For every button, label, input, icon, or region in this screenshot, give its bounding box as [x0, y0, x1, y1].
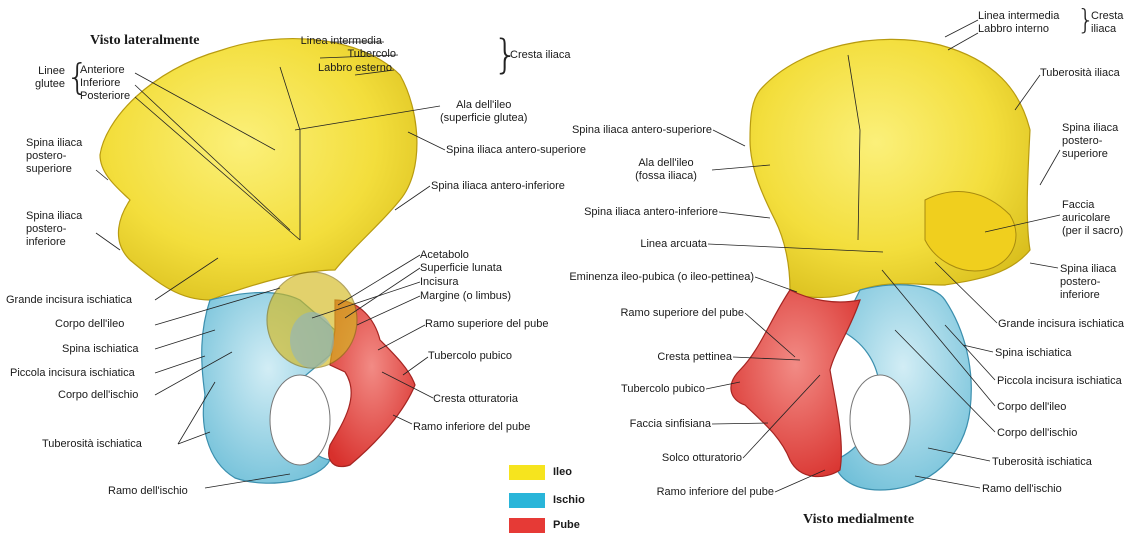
- label-spina-ischiatica-left: Spina ischiatica: [62, 343, 138, 356]
- label-incisura: Incisura: [420, 276, 459, 289]
- label-inferiore: Inferiore: [80, 77, 120, 90]
- label-linea-arcuata: Linea arcuata: [560, 238, 707, 251]
- label-anteriore: Anteriore: [80, 64, 125, 77]
- label-tuberosita-left: Tuberosità ischiatica: [42, 438, 142, 451]
- legend-label-pube: Pube: [553, 519, 580, 531]
- label-corpo-ischio-right: Corpo dell'ischio: [997, 427, 1077, 440]
- left-hip-bone: [100, 39, 417, 484]
- label-ala-ileo-fossa: Ala dell'ileo (fossa iliaca): [620, 157, 712, 183]
- label-corpo-ileo-left: Corpo dell'ileo: [55, 318, 124, 331]
- label-labbro-esterno: Labbro esterno: [300, 62, 392, 75]
- left-view-title: Visto lateralmente: [90, 33, 200, 49]
- label-tubercolo-pubico-right: Tubercolo pubico: [580, 383, 705, 396]
- label-ramo-ischio-right: Ramo dell'ischio: [982, 483, 1062, 496]
- label-superficie-lunata: Superficie lunata: [420, 262, 502, 275]
- label-grande-incisura-right: Grande incisura ischiatica: [998, 318, 1124, 331]
- label-cresta-pettinea: Cresta pettinea: [600, 351, 732, 364]
- label-grande-incisura-left: Grande incisura ischiatica: [6, 294, 132, 307]
- label-solco-otturatorio: Solco otturatorio: [600, 452, 742, 465]
- label-asis-left: Spina iliaca antero-superiore: [446, 144, 586, 157]
- label-piis-right: Spina iliaca postero- inferiore: [1060, 263, 1116, 302]
- label-linea-intermedia-left: Linea intermedia: [300, 35, 382, 48]
- label-ramo-inf-pube-right: Ramo inferiore del pube: [600, 486, 774, 499]
- right-view-title: Visto medialmente: [803, 512, 914, 528]
- label-cresta-iliaca-right: Cresta iliaca: [1091, 10, 1123, 36]
- legend-swatch-ileo: [509, 465, 545, 480]
- label-aiis-right: Spina iliaca antero-inferiore: [500, 206, 718, 219]
- label-psis-right: Spina iliaca postero- superiore: [1062, 122, 1118, 161]
- label-psis-left: Spina iliaca postero- superiore: [26, 137, 82, 176]
- label-eminenza-ileo-pubica: Eminenza ileo-pubica (o ileo-pettinea): [500, 271, 754, 284]
- label-linee-glutee: Linee glutee: [25, 65, 65, 91]
- label-tubercolo: Tubercolo: [300, 48, 396, 61]
- legend-label-ischio: Ischio: [553, 494, 585, 506]
- label-aiis-left: Spina iliaca antero-inferiore: [431, 180, 565, 193]
- label-piccola-incisura-left: Piccola incisura ischiatica: [10, 367, 135, 380]
- left-ilium: [100, 39, 417, 300]
- label-cresta-otturatoria: Cresta otturatoria: [433, 393, 518, 406]
- label-linea-intermedia-right: Linea intermedia: [978, 10, 1059, 23]
- label-ala-ileo-glutea: Ala dell'ileo (superficie glutea): [440, 99, 527, 125]
- left-acetabular-fossa: [290, 312, 334, 368]
- label-ramo-sup-pube-right: Ramo superiore del pube: [560, 307, 744, 320]
- label-labbro-interno: Labbro interno: [978, 23, 1049, 36]
- label-ramo-ischio-left: Ramo dell'ischio: [108, 485, 188, 498]
- label-piccola-incisura-right: Piccola incisura ischiatica: [997, 375, 1122, 388]
- label-cresta-iliaca-left: Cresta iliaca: [510, 49, 571, 62]
- legend-swatch-pube: [509, 518, 545, 533]
- legend-swatch-ischio: [509, 493, 545, 508]
- label-faccia-auricolare: Faccia auricolare (per il sacro): [1062, 199, 1123, 238]
- label-tuberosita-iliaca: Tuberosità iliaca: [1040, 67, 1120, 80]
- label-piis-left: Spina iliaca postero- inferiore: [26, 210, 82, 249]
- label-spina-ischiatica-right: Spina ischiatica: [995, 347, 1071, 360]
- label-corpo-ileo-right: Corpo dell'ileo: [997, 401, 1066, 414]
- label-ramo-sup-pube-left: Ramo superiore del pube: [425, 318, 549, 331]
- label-posteriore: Posteriore: [80, 90, 130, 103]
- label-margine: Margine (o limbus): [420, 290, 511, 303]
- left-obturator-foramen: [270, 375, 330, 465]
- label-ramo-inf-pube-left: Ramo inferiore del pube: [413, 421, 530, 434]
- label-tuberosita-right: Tuberosità ischiatica: [992, 456, 1092, 469]
- label-faccia-sinfisiana: Faccia sinfisiana: [580, 418, 711, 431]
- right-obturator-foramen: [850, 375, 910, 465]
- label-tubercolo-pubico-left: Tubercolo pubico: [428, 350, 512, 363]
- legend-label-ileo: Ileo: [553, 466, 572, 478]
- label-asis-right: Spina iliaca antero-superiore: [500, 124, 712, 137]
- label-corpo-ischio-left: Corpo dell'ischio: [58, 389, 138, 402]
- label-acetabolo: Acetabolo: [420, 249, 469, 262]
